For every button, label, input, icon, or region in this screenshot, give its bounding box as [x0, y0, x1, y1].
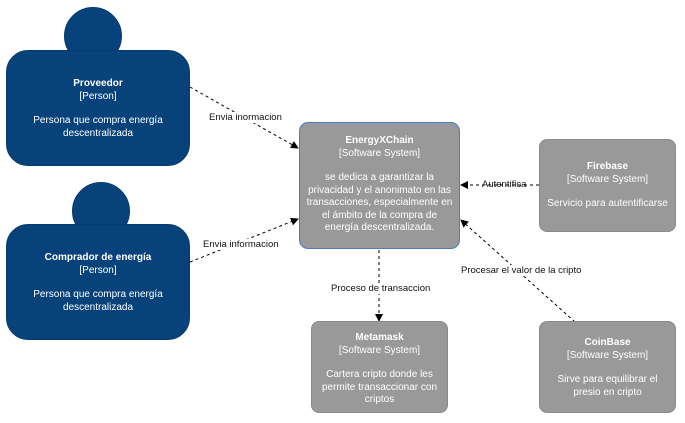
system-name: EnergyXChain	[345, 135, 414, 146]
system-description: Sirve para equilibrar el presio en cript…	[557, 374, 658, 398]
system-type: [Software System]	[338, 147, 421, 159]
system-type: [Software System]	[338, 344, 421, 356]
system-type: [Software System]	[566, 173, 649, 185]
person-comprador[interactable]: Comprador de energía [Person] Persona qu…	[6, 224, 190, 340]
person-name: Proveedor	[73, 78, 123, 89]
system-description: Cartera cripto donde les permite transac…	[321, 369, 438, 405]
system-name: Metamask	[355, 332, 404, 343]
edge-label-proveedor: Envia inormacion	[208, 112, 283, 123]
system-energyxchain[interactable]: EnergyXChain [Software System] se dedica…	[299, 122, 460, 249]
person-description: Persona que compra energía descentraliza…	[33, 289, 163, 313]
person-type: [Person]	[79, 264, 117, 276]
person-name: Comprador de energía	[44, 252, 152, 263]
edge-label-metamask: Proceso de transaccion	[330, 283, 432, 294]
person-type: [Person]	[79, 90, 117, 102]
system-name: Firebase	[586, 161, 629, 172]
system-name: CoinBase	[584, 337, 631, 348]
edge-label-comprador: Envia informacion	[202, 239, 280, 250]
edge-comprador-energyxchain	[189, 217, 299, 263]
system-coinbase[interactable]: CoinBase [Software System] Sirve para eq…	[539, 321, 676, 413]
person-proveedor[interactable]: Proveedor [Person] Persona que compra en…	[6, 50, 190, 166]
system-description: Servicio para autentificarse	[547, 198, 668, 209]
system-description: se dedica a garantizar la privacidad y e…	[306, 172, 453, 233]
system-type: [Software System]	[566, 349, 649, 361]
edge-label-firebase: Autentifica	[482, 179, 527, 190]
system-metamask[interactable]: Metamask [Software System] Cartera cript…	[311, 321, 448, 413]
person-description: Persona que compra energía descentraliza…	[33, 115, 163, 139]
edge-label-coinbase: Procesar el valor de la cripto	[460, 265, 583, 276]
system-firebase[interactable]: Firebase [Software System] Servicio para…	[539, 139, 676, 232]
edge-coinbase-energyxchain	[460, 219, 576, 323]
